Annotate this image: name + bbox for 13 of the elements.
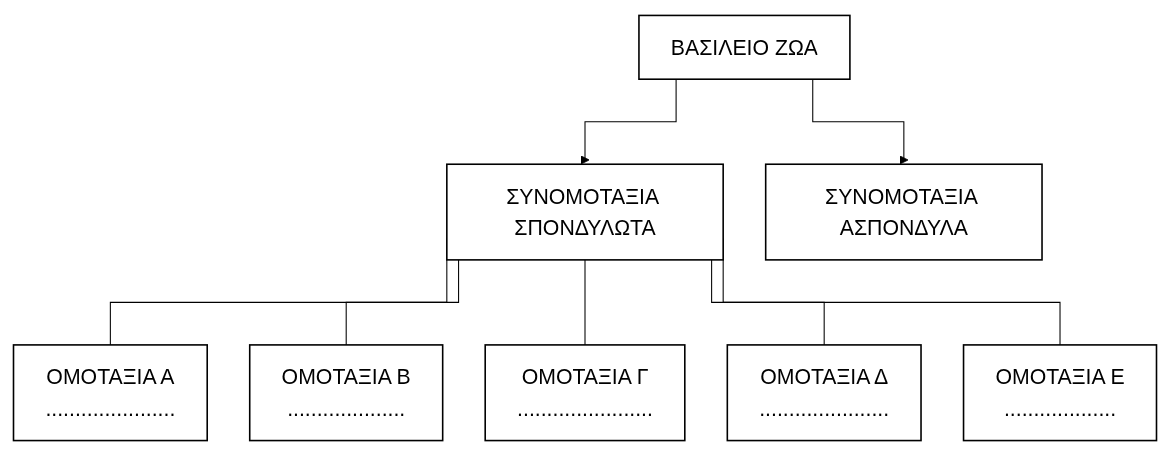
connector <box>711 259 825 346</box>
node-box: ΟΜΟΤΑΞΙΑ Α ...................... <box>12 344 208 442</box>
node-box: ΟΜΟΤΑΞΙΑ Γ ....................... <box>484 344 686 442</box>
node-box: ΒΑΣΙΛΕΙΟ ΖΩΑ <box>638 14 851 80</box>
connector <box>584 259 586 346</box>
node-box: ΟΜΟΤΑΞΙΑ Ε ................... <box>962 344 1158 442</box>
node-box: ΟΜΟΤΑΞΙΑ Δ ...................... <box>726 344 922 442</box>
node-box: ΟΜΟΤΑΞΙΑ Β .................... <box>248 344 444 442</box>
arrow <box>812 78 909 165</box>
node-box: ΣΥΝΟΜΟΤΑΞΙΑ ΑΣΠΟΝΔΥΛΑ <box>764 163 1043 261</box>
node-box: ΣΥΝΟΜΟΤΑΞΙΑ ΣΠΟΝΔΥΛΩΤΑ <box>446 163 724 261</box>
arrow <box>580 78 677 165</box>
connector <box>345 259 460 346</box>
